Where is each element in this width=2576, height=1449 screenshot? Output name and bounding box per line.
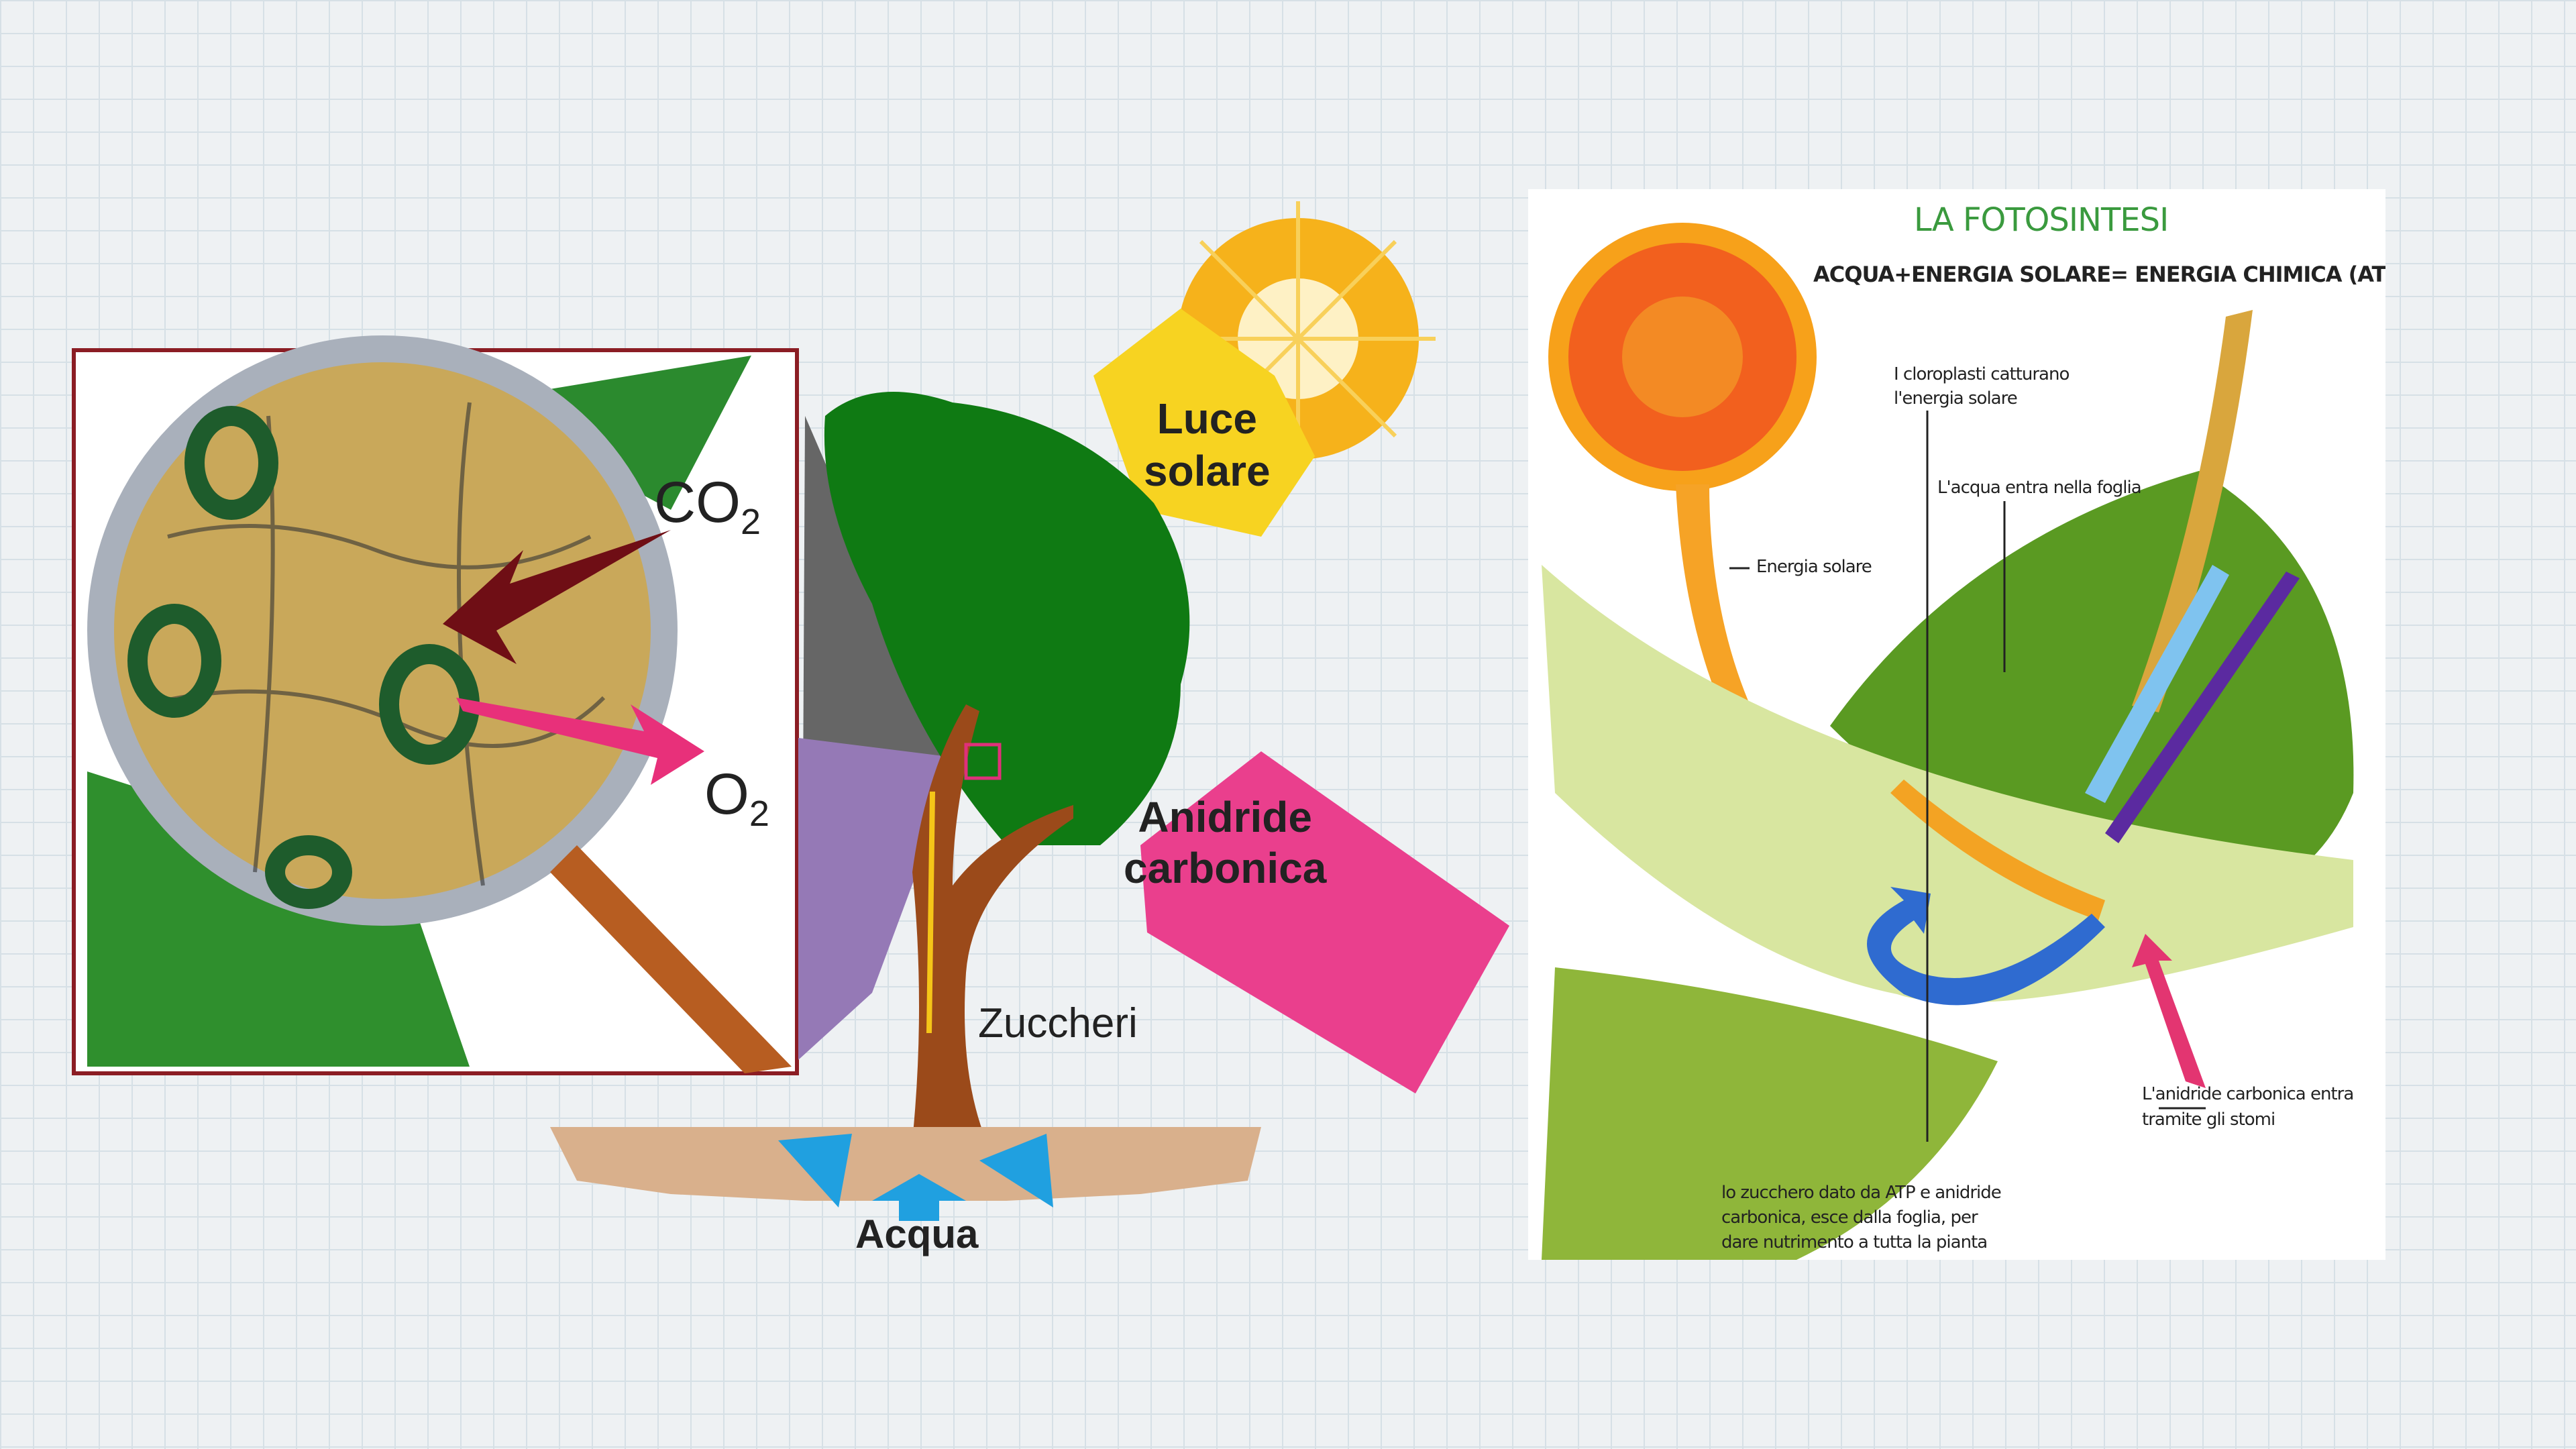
solar-energy-annotation: Energia solare [1756,557,1872,577]
panel-title: LA FOTOSINTESI [1914,201,2169,239]
annotation-line: carbonica, esce dalla foglia, per [1721,1208,1978,1228]
water-label: Acqua [855,1212,979,1256]
o2-text: O [704,762,749,826]
sugar-exits-annotation: lo zucchero dato da ATP e anidride carbo… [1721,1181,2002,1255]
sunlight-label: Luce solare [1144,392,1271,497]
co2-enters-annotation: L'anidride carbonica entra tramite gli s… [2142,1081,2354,1132]
atp-arrow [2105,572,2300,843]
magnifier-handle [550,845,792,1073]
shade-purple [798,738,959,1060]
leaf-lower [1542,967,1998,1260]
magnifier-lens [87,335,678,926]
sun-icon [1548,223,1817,491]
leaf-cross-section-illustration [1542,223,2354,1260]
annotation-line: L'anidride carbonica entra [2142,1084,2354,1104]
carbon-dioxide-label: Anidride carbonica [1124,792,1326,894]
annotation-line: tramite gli stomi [2142,1110,2275,1130]
co2-arrow-pink [1140,751,1509,1093]
water-enters-annotation: L'acqua entra nella foglia [1937,478,2142,498]
energy-arrow [1890,780,2105,920]
o2-label: O2 [704,761,769,835]
sunlight-label-line: Luce [1157,394,1257,443]
sugar-arrow [926,791,935,1034]
tree-trunk [912,704,1073,1140]
stomata [127,406,480,909]
water-arrow [2085,565,2229,803]
callout-lines [1729,411,2206,1142]
co2-arrow [2132,934,2206,1088]
annotation-line: I cloroplasti catturano [1894,364,2070,384]
carbon-dioxide-label-line: Anidride [1138,793,1312,841]
annotation-line: l'energia solare [1894,388,2018,409]
o2-subscript: 2 [749,794,769,835]
soil [550,1127,1261,1201]
annotation-line: dare nutrimento a tutta la pianta [1721,1232,1988,1252]
plant-photosynthesis-illustration [72,201,1509,1221]
co2-label: CO2 [654,470,761,543]
co2-subscript: 2 [741,502,761,543]
photosynthesis-equation: ACQUA+ENERGIA SOLARE= ENERGIA CHIMICA (A… [1813,262,2385,287]
annotation-line: lo zucchero dato da ATP e anidride [1721,1183,2002,1203]
co2-arrow [443,530,671,664]
leaf-section [1542,565,2353,1003]
sunlight-label-line: solare [1144,447,1271,495]
highlight-square [964,743,1002,780]
sunlight-arrow [1093,309,1315,537]
photosynthesis-leaf-panel: LA FOTOSINTESI ACQUA+ENERGIA SOLARE= ENE… [1528,189,2385,1260]
leaf-vein-stalk [2132,310,2253,712]
water-arrows [778,1134,1053,1221]
co2-text: CO [654,470,741,535]
o2-arrow [456,698,704,785]
solar-energy-ray [1676,484,1756,726]
tree-canopy [824,392,1190,845]
chloroplasts-annotation: I cloroplasti catturano l'energia solare [1894,362,2070,411]
carbon-dioxide-label-line: carbonica [1124,844,1327,892]
sugars-label: Zuccheri [978,1000,1138,1046]
